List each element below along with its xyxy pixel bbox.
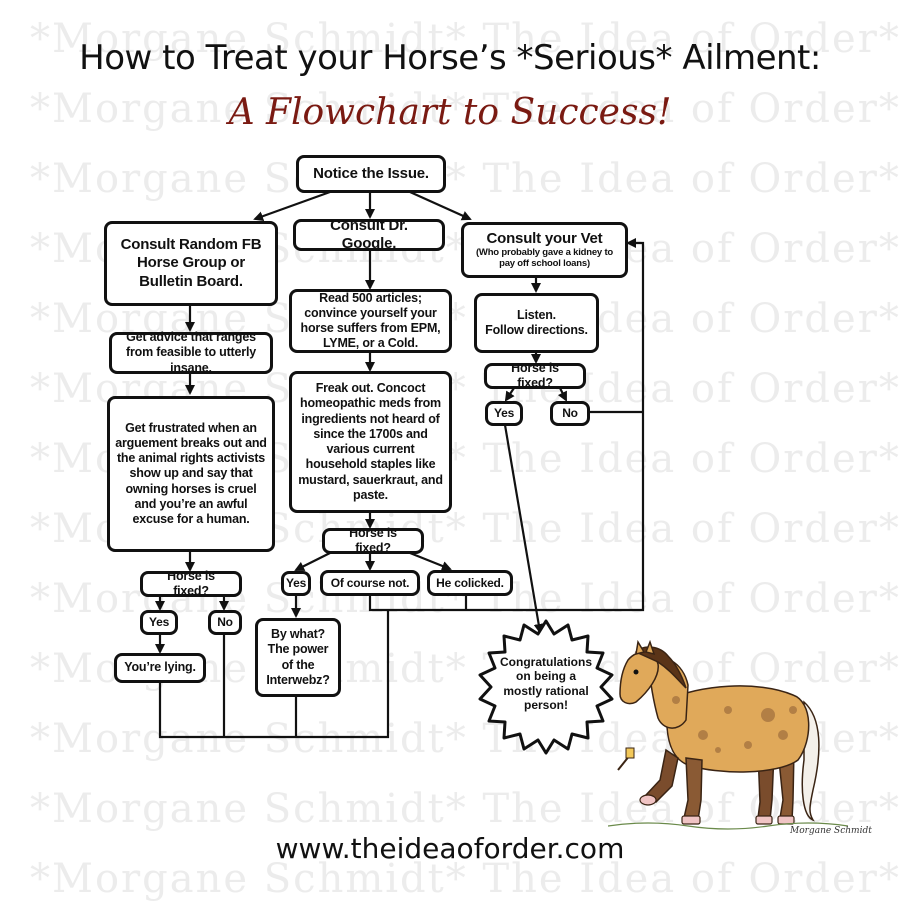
node-vet-note: (Who probably gave a kidney to pay off s… (475, 247, 614, 269)
node-google-freak: Freak out. Concoct homeopathic meds from… (289, 371, 452, 513)
arrow-vet-yes-to-congrats (503, 424, 544, 634)
node-fb-frustrated: Get frustrated when an arguement breaks … (107, 396, 275, 552)
node-google-course-not: Of course not. (320, 570, 420, 596)
congrats-burst-shape (478, 619, 614, 755)
loop-line-to-vet (368, 238, 645, 612)
artist-signature: Morgane Schmidt (790, 826, 872, 836)
node-google-colicked: He colicked. (427, 570, 513, 596)
node-google-bywhat: By what? The power of the Interwebz? (255, 618, 341, 697)
node-fb-no: No (208, 610, 242, 635)
node-vet-no: No (550, 401, 590, 426)
node-vet-fixed-question: Horse is fixed? (484, 361, 586, 390)
loop-line-bottom (158, 610, 390, 739)
node-vet-yes: Yes (485, 401, 523, 426)
website-url[interactable]: www.theideaoforder.com (275, 832, 625, 865)
node-fb-yes: Yes (140, 610, 178, 635)
node-google-read: Read 500 articles; convince yourself you… (289, 289, 452, 353)
arrow-google-yes (294, 552, 331, 571)
node-fb-lying: You’re lying. (114, 653, 206, 683)
node-vet-title: Consult your Vet (486, 229, 603, 247)
node-fb-advice: Get advice that ranges from feasible to … (109, 330, 273, 375)
node-google-fixed-question: Horse is fixed? (322, 526, 424, 555)
node-fb-group: Consult Random FB Horse Group or Bulleti… (104, 221, 278, 306)
node-start: Notice the Issue. (296, 155, 446, 193)
node-google-yes: Yes (281, 571, 311, 596)
node-vet-listen: Listen. Follow directions. (474, 293, 599, 353)
node-vet-listen-line-2: Follow directions. (485, 323, 588, 337)
node-congrats: Congratulations on being a mostly ration… (500, 655, 592, 713)
node-fb-fixed-question: Horse is fixed? (140, 569, 242, 598)
page-title: How to Treat your Horse’s *Serious* Ailm… (79, 38, 821, 78)
node-vet: Consult your Vet (Who probably gave a ki… (461, 222, 628, 278)
page-subtitle: A Flowchart to Success! (228, 92, 672, 133)
arrow-vet-yes (504, 387, 515, 402)
node-vet-listen-line-1: Listen. (517, 307, 556, 322)
arrow-start-to-vet (409, 190, 472, 221)
arrow-vet-no (557, 387, 567, 402)
node-google: Consult Dr. Google. (293, 217, 445, 252)
arrow-start-to-fb (253, 190, 331, 221)
horse-illustration (608, 640, 848, 830)
arrow-google-colicked (409, 551, 452, 571)
